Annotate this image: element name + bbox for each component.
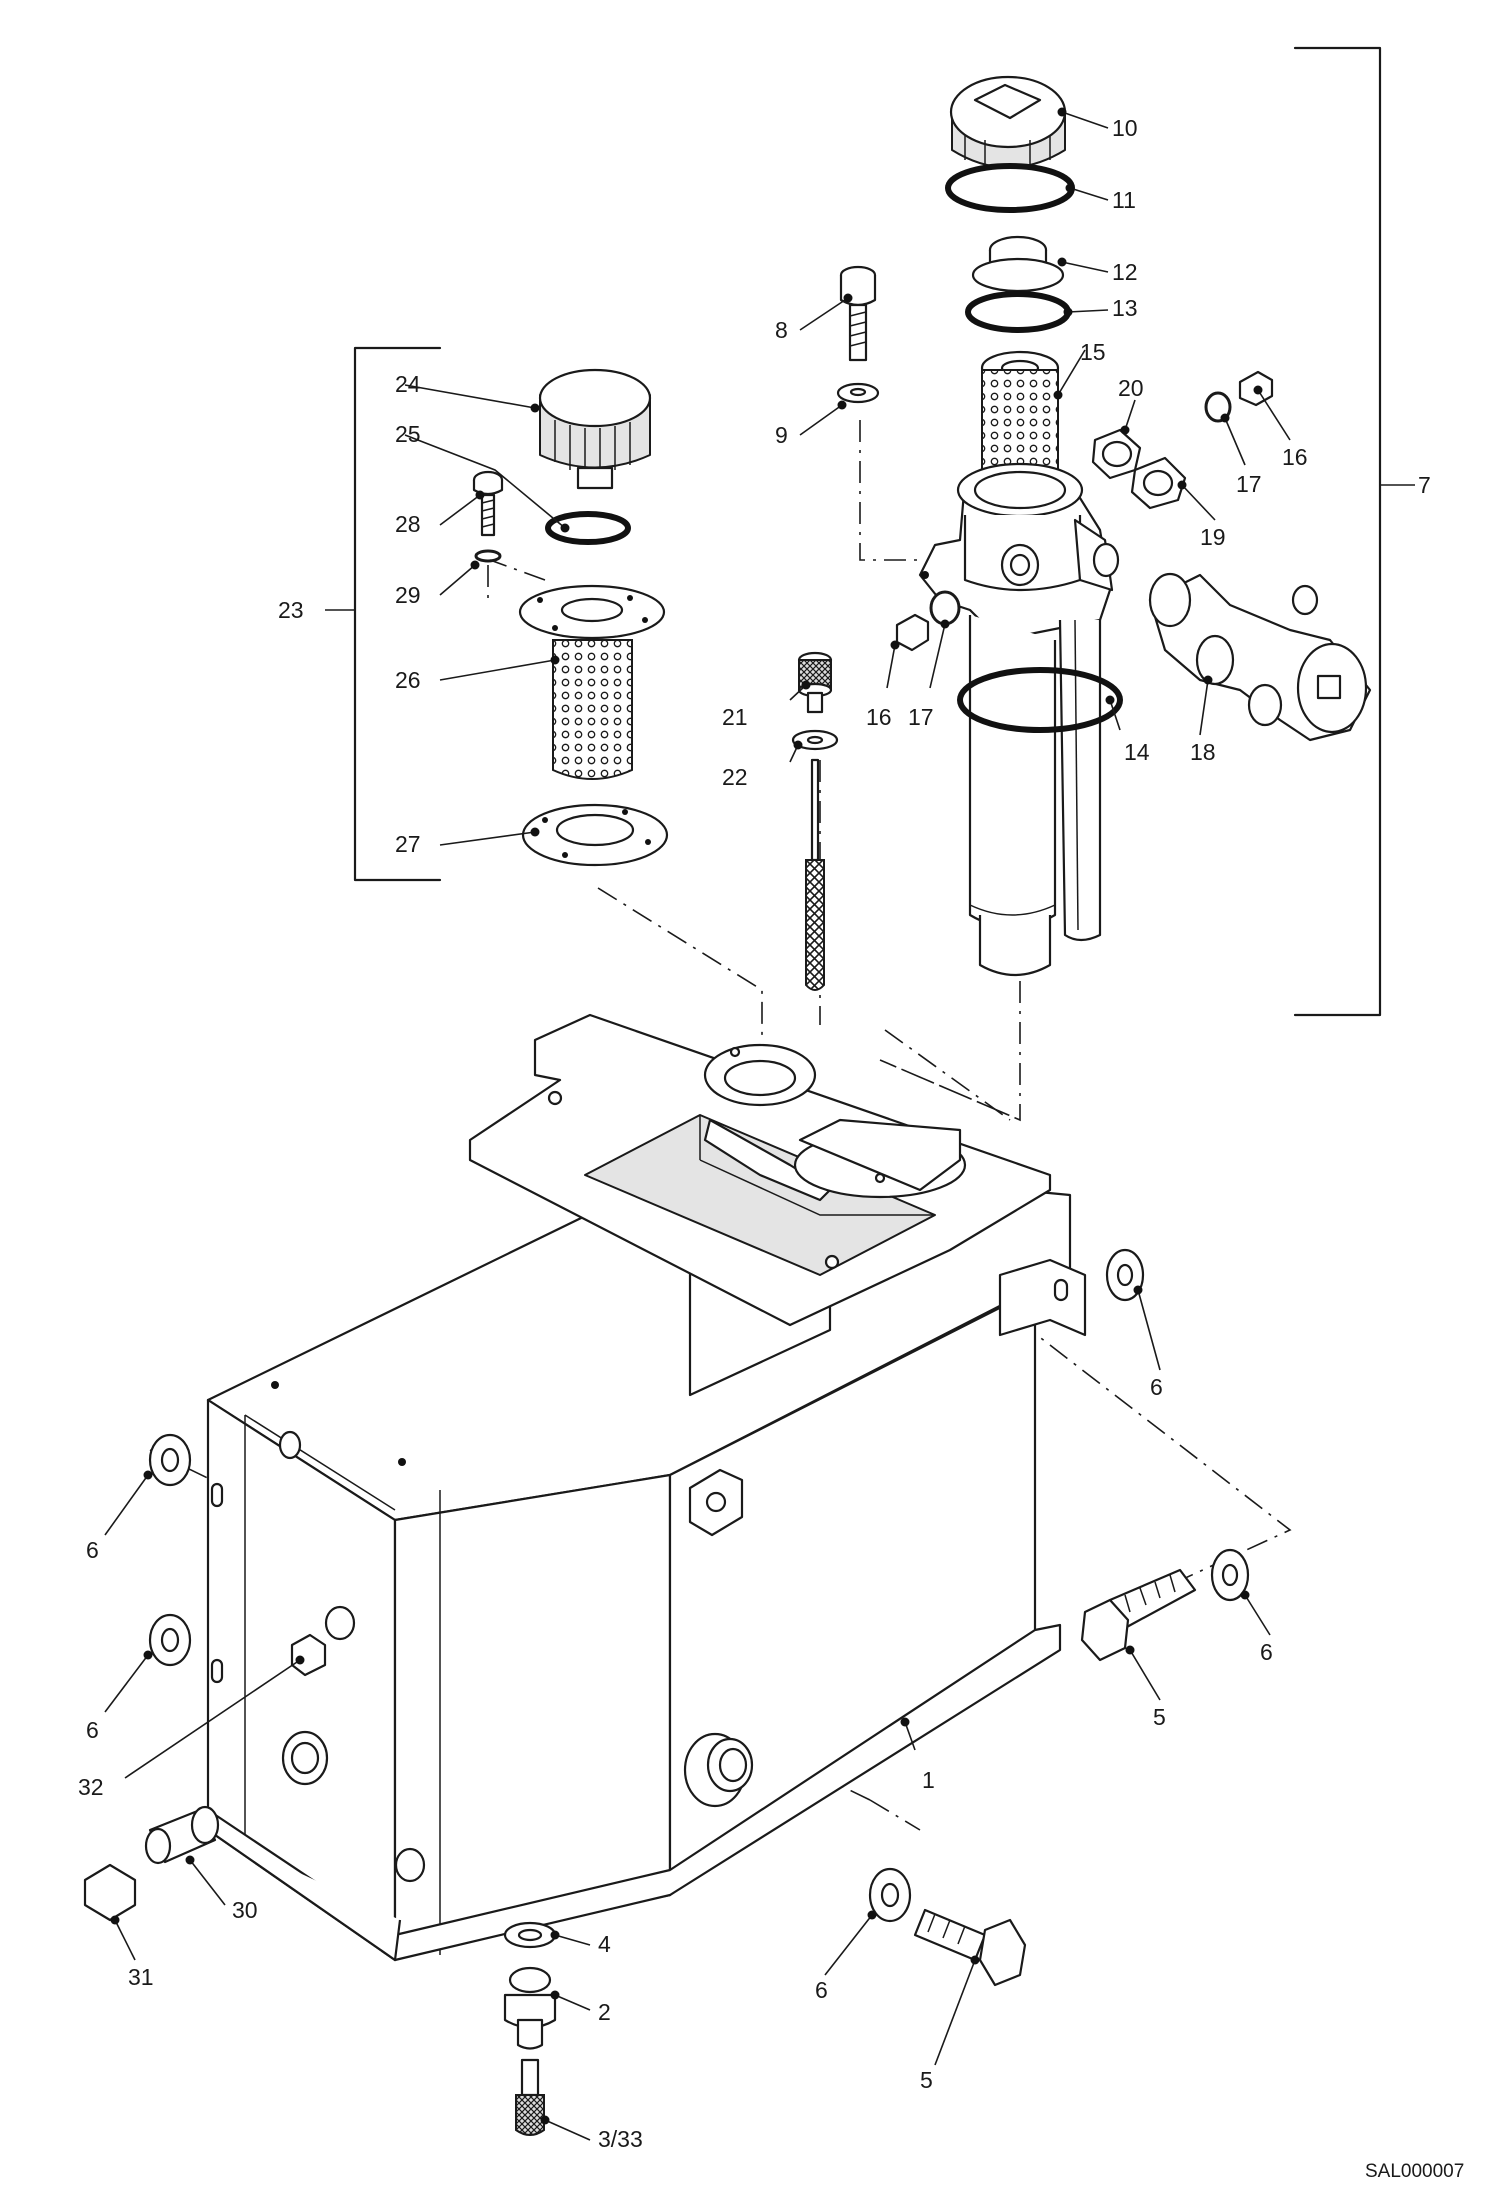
callout-10: 10 (1112, 115, 1138, 141)
return-filter-assembly (895, 75, 1372, 976)
callout-19: 19 (1200, 524, 1226, 550)
callout-5-right: 5 (1153, 1704, 1166, 1730)
callout-11: 11 (1112, 187, 1136, 213)
dipstick (791, 651, 839, 991)
screw-and-washer (836, 265, 880, 404)
callout-31: 31 (128, 1964, 154, 1990)
callout-8: 8 (775, 317, 788, 343)
callout-24: 24 (395, 371, 421, 397)
callout-28: 28 (395, 511, 421, 537)
callout-13: 13 (1112, 295, 1138, 321)
callout-29: 29 (395, 582, 421, 608)
callout-21: 21 (722, 704, 748, 730)
callout-17-left: 17 (908, 704, 934, 730)
group-brackets (325, 46, 1415, 1017)
callout-22: 22 (722, 764, 748, 790)
callout-6-left-lower: 6 (86, 1717, 99, 1743)
callout-12: 12 (1112, 259, 1138, 285)
callout-26: 26 (395, 667, 421, 693)
callout-15: 15 (1080, 339, 1106, 365)
callout-16-left: 16 (866, 704, 892, 730)
callout-6-right: 6 (1260, 1639, 1273, 1665)
callout-9: 9 (775, 422, 788, 448)
callout-3-33: 3/33 (598, 2126, 643, 2152)
callout-6-bottom: 6 (815, 1977, 828, 2003)
callout-7: 7 (1418, 472, 1431, 498)
callout-23: 23 (278, 597, 304, 623)
breather-filter-group (472, 368, 669, 867)
callout-18: 18 (1190, 739, 1216, 765)
callout-1: 1 (922, 1767, 935, 1793)
callout-labels: 1 2 3/33 4 5 5 6 6 6 6 6 7 8 9 10 11 12 … (78, 115, 1464, 2182)
callout-32: 32 (78, 1774, 104, 1800)
callout-20: 20 (1118, 375, 1144, 401)
callout-27: 27 (395, 831, 421, 857)
callout-6-bracket: 6 (1150, 1374, 1163, 1400)
hydraulic-tank (206, 1013, 1072, 1962)
callout-17-right: 17 (1236, 471, 1262, 497)
loose-hardware (83, 1248, 1250, 2136)
callout-6-left-upper: 6 (86, 1537, 99, 1563)
callout-25: 25 (395, 421, 421, 447)
callout-14: 14 (1124, 739, 1150, 765)
leader-lines (104, 107, 1291, 2141)
callout-2: 2 (598, 1999, 611, 2025)
tank-bracket (998, 1258, 1087, 1337)
callout-5-bottom: 5 (920, 2067, 933, 2093)
callout-16-right: 16 (1282, 444, 1308, 470)
callout-4: 4 (598, 1931, 611, 1957)
drawing-reference: SAL000007 (1365, 2161, 1464, 2182)
callout-30: 30 (232, 1897, 258, 1923)
